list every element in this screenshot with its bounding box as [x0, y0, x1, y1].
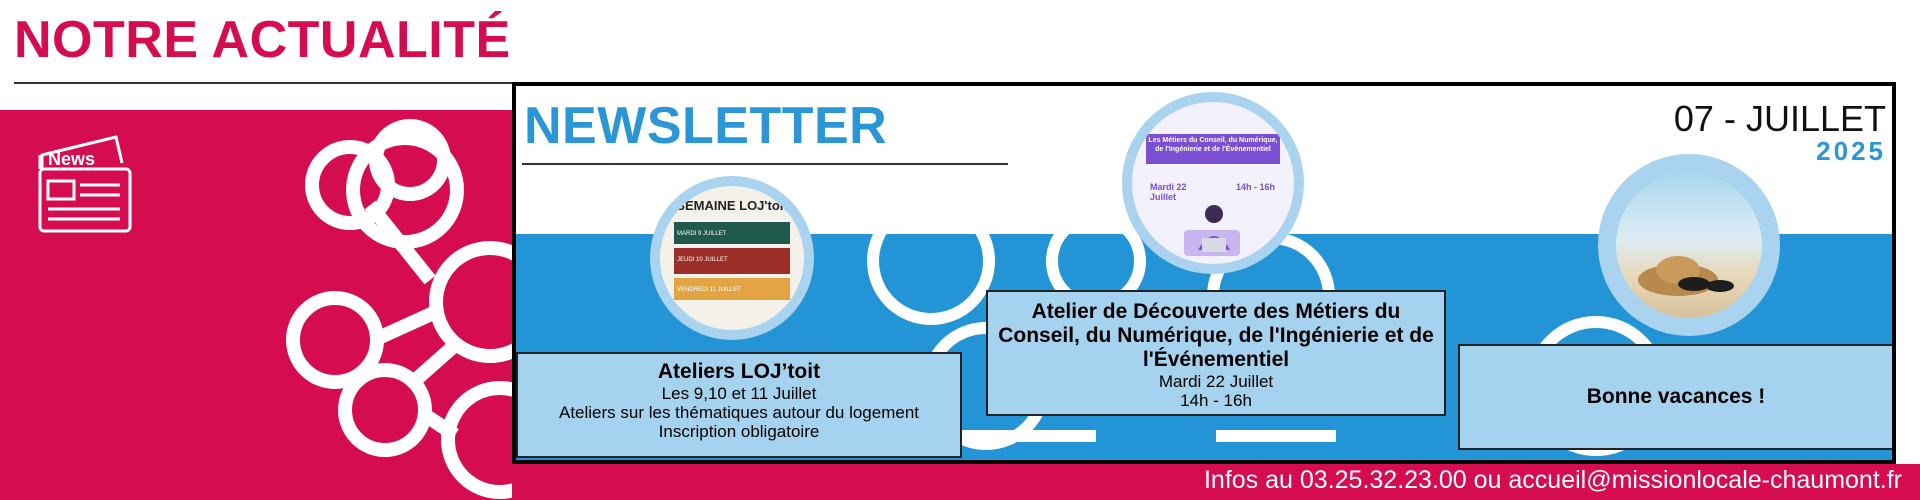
card-line: Ateliers sur les thématiques autour du l… [558, 403, 920, 422]
card-line: Les 9,10 et 11 Juillet [661, 384, 817, 403]
newsletter-title: NEWSLETTER [524, 97, 888, 155]
connection-circles-decoration [286, 119, 520, 499]
title-divider [14, 82, 514, 84]
card-line: Inscription obligatoire [658, 422, 820, 441]
loj-toit-thumbnail[interactable]: SEMAINE LOJ'toit MARDI 9 JUILLET JEUDI 1… [650, 176, 814, 340]
card-line: 14h - 16h [1180, 391, 1252, 410]
decorative-band [0, 110, 520, 500]
atelier-thumb-heading: Les Métiers du Conseil, du Numérique, de… [1146, 134, 1280, 164]
footer-band [512, 464, 1920, 500]
news-icon-label: News [48, 149, 95, 169]
card-title: Ateliers LOJ’toit [657, 360, 821, 383]
footer-contact: Infos au 03.25.32.23.00 ou accueil@missi… [1203, 466, 1902, 494]
card-ateliers-lojtoit[interactable]: Ateliers LOJ’toit Les 9,10 et 11 Juillet… [516, 352, 962, 458]
card-line: Mardi 22 Juillet [1158, 372, 1274, 391]
card-atelier-decouverte-metiers[interactable]: Atelier de Découverte des Métiers du Con… [986, 290, 1446, 416]
loj-toit-heading: SEMAINE LOJ'toit [676, 198, 788, 213]
atelier-thumb-hours: 14h - 16h [1236, 182, 1276, 192]
beach-hat-sunglasses-icon [1638, 256, 1734, 296]
person-laptop-icon [1184, 205, 1240, 256]
vacances-thumbnail[interactable] [1598, 154, 1780, 336]
newspaper-icon: News [28, 125, 144, 235]
section-title: NOTRE ACTUALITÉ [14, 11, 511, 69]
card-title: Bonne vacances ! [1586, 385, 1766, 408]
newsletter-divider [522, 163, 1008, 165]
card-title: Atelier de Découverte des Métiers du Con… [998, 300, 1434, 371]
newsletter-date-year: 2025 [1816, 136, 1886, 166]
newsletter-banner: NEWSLETTER 07 - JUILLET 2025 SEMAINE LOJ… [512, 82, 1896, 464]
newsletter-date-month: 07 - JUILLET [1673, 98, 1886, 139]
card-bonne-vacances[interactable]: Bonne vacances ! [1458, 344, 1892, 450]
atelier-thumb-day: Mardi 22 Juillet [1150, 182, 1187, 202]
atelier-metiers-thumbnail[interactable]: Les Métiers du Conseil, du Numérique, de… [1122, 92, 1304, 274]
